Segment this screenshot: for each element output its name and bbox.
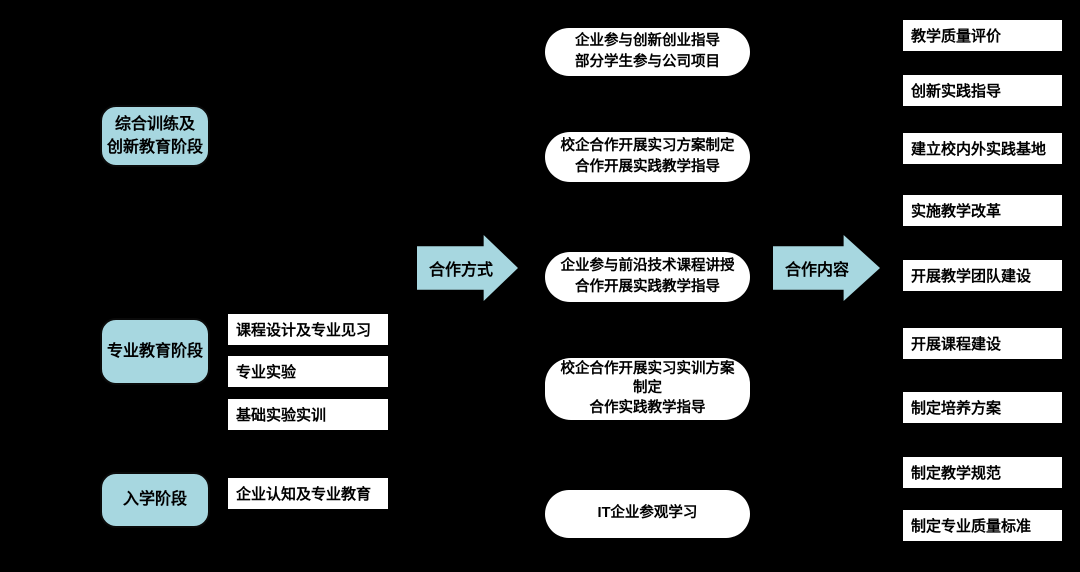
cooperation-content-box-innovation-guidance: 创新实践指导 [903, 75, 1062, 106]
cooperation-mode-pill: 企业参与前沿技术课程讲授 合作开展实践教学指导 [545, 252, 750, 302]
cooperation-content-box-training-plan: 制定培养方案 [903, 392, 1062, 423]
stage-label-line: 专业教育阶段 [106, 342, 203, 360]
stage-item-basic-training: 基础实验实训 [228, 399, 388, 430]
cooperation-mode-pill: 校企合作开展实习实训方案 制定 合作实践教学指导 [545, 358, 750, 420]
stage-label-line: 入学阶段 [122, 491, 187, 509]
stage-item-enterprise-cognition: 企业认知及专业教育 [228, 478, 388, 509]
cooperation-content-arrow-icon: 合作内容 [773, 235, 880, 301]
cooperation-content-box-course-construction: 开展课程建设 [903, 328, 1062, 359]
cooperation-mode-arrow-icon: 合作方式 [417, 235, 518, 301]
pill-line: 校企合作开展实习实训方案 [560, 360, 735, 377]
stage-label-line: 综合训练及 [114, 115, 195, 133]
pill-line: IT企业参观学习 [597, 505, 698, 522]
stage-box-professional-education: 专业教育阶段 [100, 318, 210, 385]
stage-item-course-design: 课程设计及专业见习 [228, 314, 388, 345]
cooperation-content-box-teaching-team: 开展教学团队建设 [903, 260, 1062, 291]
cooperation-content-box-quality-evaluation: 教学质量评价 [903, 20, 1062, 51]
stage-box-comprehensive-training: 综合训练及 创新教育阶段 [100, 105, 210, 167]
cooperation-content-box-quality-standards: 制定专业质量标准 [903, 510, 1062, 541]
cooperation-content-box-practice-bases: 建立校内外实践基地 [903, 133, 1062, 164]
stage-box-enrollment: 入学阶段 [100, 472, 210, 528]
cooperation-content-arrow-label: 合作内容 [785, 262, 850, 279]
cooperation-content-box-teaching-reform: 实施教学改革 [903, 195, 1062, 226]
pill-line: 企业参与创新创业指导 [575, 32, 720, 49]
cooperation-mode-pill: 企业参与创新创业指导 部分学生参与公司项目 [545, 28, 750, 76]
stage-label-line: 创新教育阶段 [106, 139, 203, 156]
pill-line: 企业参与前沿技术课程讲授 [560, 257, 735, 274]
cooperation-mode-pill: IT企业参观学习 [545, 490, 750, 538]
cooperation-mode-pill: 校企合作开展实习方案制定 合作开展实践教学指导 [545, 132, 750, 182]
pill-line: 制定 [633, 380, 662, 397]
pill-line: 校企合作开展实习方案制定 [560, 137, 735, 154]
cooperation-mode-arrow-label: 合作方式 [429, 262, 494, 279]
pill-line: 合作实践教学指导 [589, 399, 706, 416]
pill-line: 部分学生参与公司项目 [575, 54, 720, 70]
pill-line: 合作开展实践教学指导 [575, 279, 720, 295]
cooperation-content-box-teaching-standards: 制定教学规范 [903, 457, 1062, 488]
pill-line: 合作开展实践教学指导 [575, 159, 720, 175]
stage-item-professional-experiment: 专业实验 [228, 356, 388, 387]
